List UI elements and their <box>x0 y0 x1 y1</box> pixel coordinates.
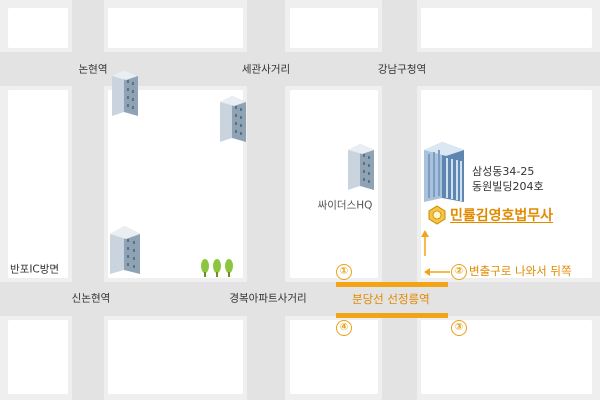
road-east <box>382 0 417 400</box>
exit-1-marker: ① <box>336 264 352 280</box>
building-icon <box>348 144 374 190</box>
building-icon <box>220 96 246 142</box>
block <box>421 8 592 48</box>
label-segwan-intersection: 세관사거리 <box>241 63 291 76</box>
exit-directions-text: 변출구로 나와서 뒤쪽 <box>469 264 572 278</box>
block <box>8 90 68 278</box>
label-gangnamgu-office-station: 강남구청역 <box>377 63 427 76</box>
block <box>421 320 592 394</box>
block <box>8 8 68 48</box>
exit-2-marker: ② <box>451 264 467 280</box>
subway-line-bar-bottom <box>336 313 448 318</box>
block <box>8 320 68 394</box>
law-office-badge-icon <box>428 205 446 225</box>
arrow-left-icon <box>424 268 450 276</box>
label-sinnonhyeon-station: 신논현역 <box>71 292 111 305</box>
road-middle <box>247 0 285 400</box>
label-nonhyeon-station: 논현역 <box>78 63 108 76</box>
road-west <box>72 0 104 400</box>
destination-office-name: 민률김영호법무사 <box>450 208 554 224</box>
label-banpo-ic: 반포IC방면 <box>10 263 60 276</box>
block <box>108 320 243 394</box>
arrow-up-icon <box>421 230 429 256</box>
destination-address-line2: 동원빌딩204호 <box>472 180 544 193</box>
exit-3-marker: ③ <box>451 320 467 336</box>
subway-station-label: 분당선 선정릉역 <box>352 292 430 306</box>
block <box>290 8 378 48</box>
destination-address-line1: 삼성동34-25 <box>472 165 535 178</box>
block <box>108 8 243 48</box>
destination-building-icon <box>424 142 464 202</box>
subway-line-bar-top <box>336 282 448 287</box>
exit-4-marker: ④ <box>336 320 352 336</box>
building-icon <box>110 226 140 274</box>
block <box>290 320 378 394</box>
building-icon <box>112 70 138 116</box>
tree-icon <box>201 259 233 277</box>
label-sidus-hq: 싸이더스HQ <box>317 199 373 212</box>
label-gyeongbok-apt-intersection: 경복아파트사거리 <box>229 292 307 305</box>
